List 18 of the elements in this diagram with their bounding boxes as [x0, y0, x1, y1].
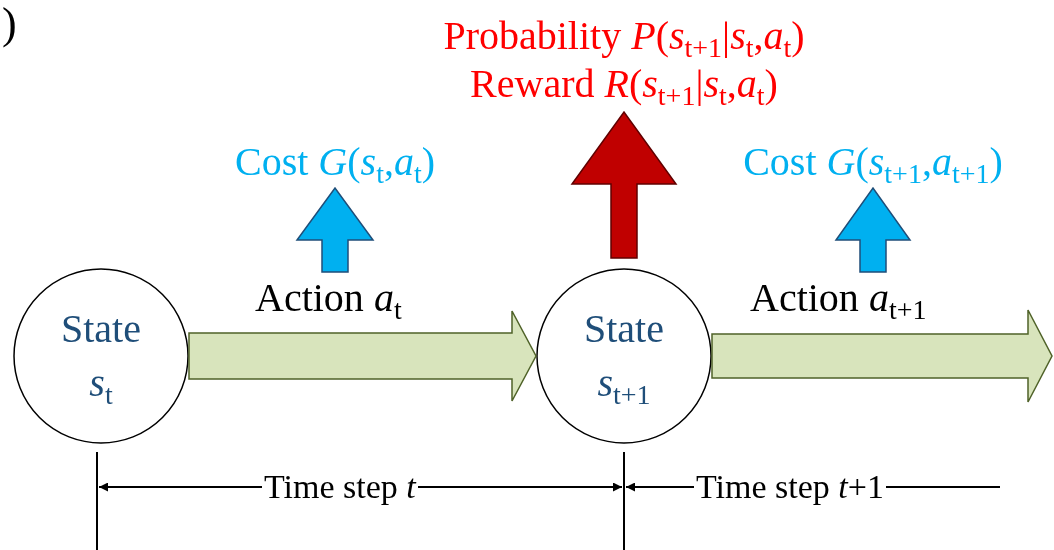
formula-text: Reward R(s$_{t+1}$|s$_{t}$,a$_{t}$): [470, 60, 778, 108]
state-circle: [536, 268, 712, 444]
block-arrow: [188, 310, 537, 402]
state-label: State: [61, 305, 141, 353]
state-label: State: [584, 305, 664, 353]
block-arrow: [295, 186, 375, 273]
panel-letter: ): [2, 0, 17, 48]
state-circle: [13, 268, 189, 444]
block-arrow: [570, 110, 678, 259]
block-arrow: [711, 309, 1053, 403]
formula-text: Cost G(s$_{t+1}$,a$_{t+1}$): [743, 138, 1003, 186]
action-label: Action a$_{t}$: [255, 274, 402, 322]
state-symbol: s$_{t+1}$: [597, 359, 651, 410]
state-symbol: s$_{t}$: [89, 359, 113, 410]
block-arrow: [834, 186, 912, 273]
formula-text: Cost G(s$_{t}$,a$_{t}$): [234, 138, 435, 186]
formula-text: Probability P(s$_{t+1}$|s$_{t}$,a$_{t}$): [443, 12, 805, 60]
action-label: Action a$_{t+1}$: [750, 274, 927, 322]
